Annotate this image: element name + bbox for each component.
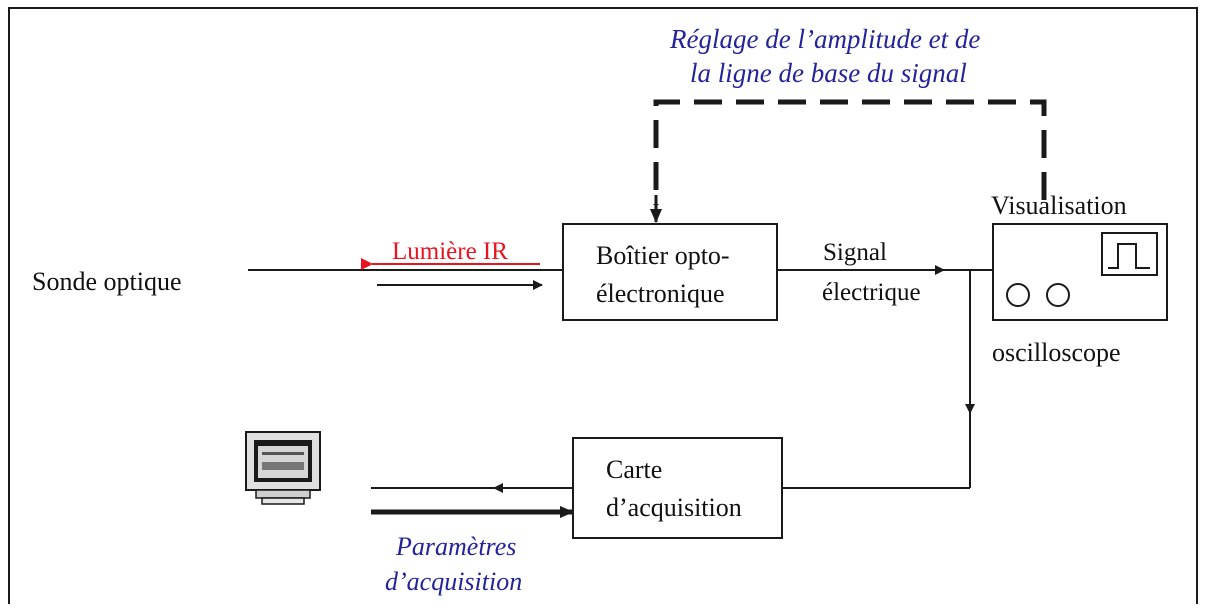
parametres-label-line1: Paramètres bbox=[395, 532, 516, 561]
oscilloscope-label: oscilloscope bbox=[992, 338, 1121, 367]
lumiere-ir-label: Lumière IR bbox=[392, 238, 508, 265]
feedback-dashed-line bbox=[653, 99, 1047, 205]
carte-label-line1: Carte bbox=[606, 455, 662, 484]
reglage-label-line2: la ligne de base du signal bbox=[690, 58, 967, 88]
sonde-optique-label: Sonde optique bbox=[32, 267, 182, 296]
signal-label-line2: électrique bbox=[822, 279, 921, 306]
signal-label-line1: Signal bbox=[823, 239, 887, 266]
computer-monitor-icon bbox=[245, 431, 321, 505]
visualisation-label: Visualisation bbox=[991, 191, 1127, 220]
boitier-label-line1: Boîtier opto- bbox=[596, 241, 730, 270]
oscilloscope-icon bbox=[992, 223, 1168, 321]
parametres-label-line2: d’acquisition bbox=[385, 567, 522, 596]
carte-acquisition-box bbox=[572, 437, 783, 539]
carte-label-line2: d’acquisition bbox=[606, 493, 742, 522]
boitier-opto-box bbox=[562, 223, 778, 321]
boitier-label-line2: électronique bbox=[596, 279, 725, 308]
reglage-label-line1: Réglage de l’amplitude et de bbox=[669, 24, 980, 54]
